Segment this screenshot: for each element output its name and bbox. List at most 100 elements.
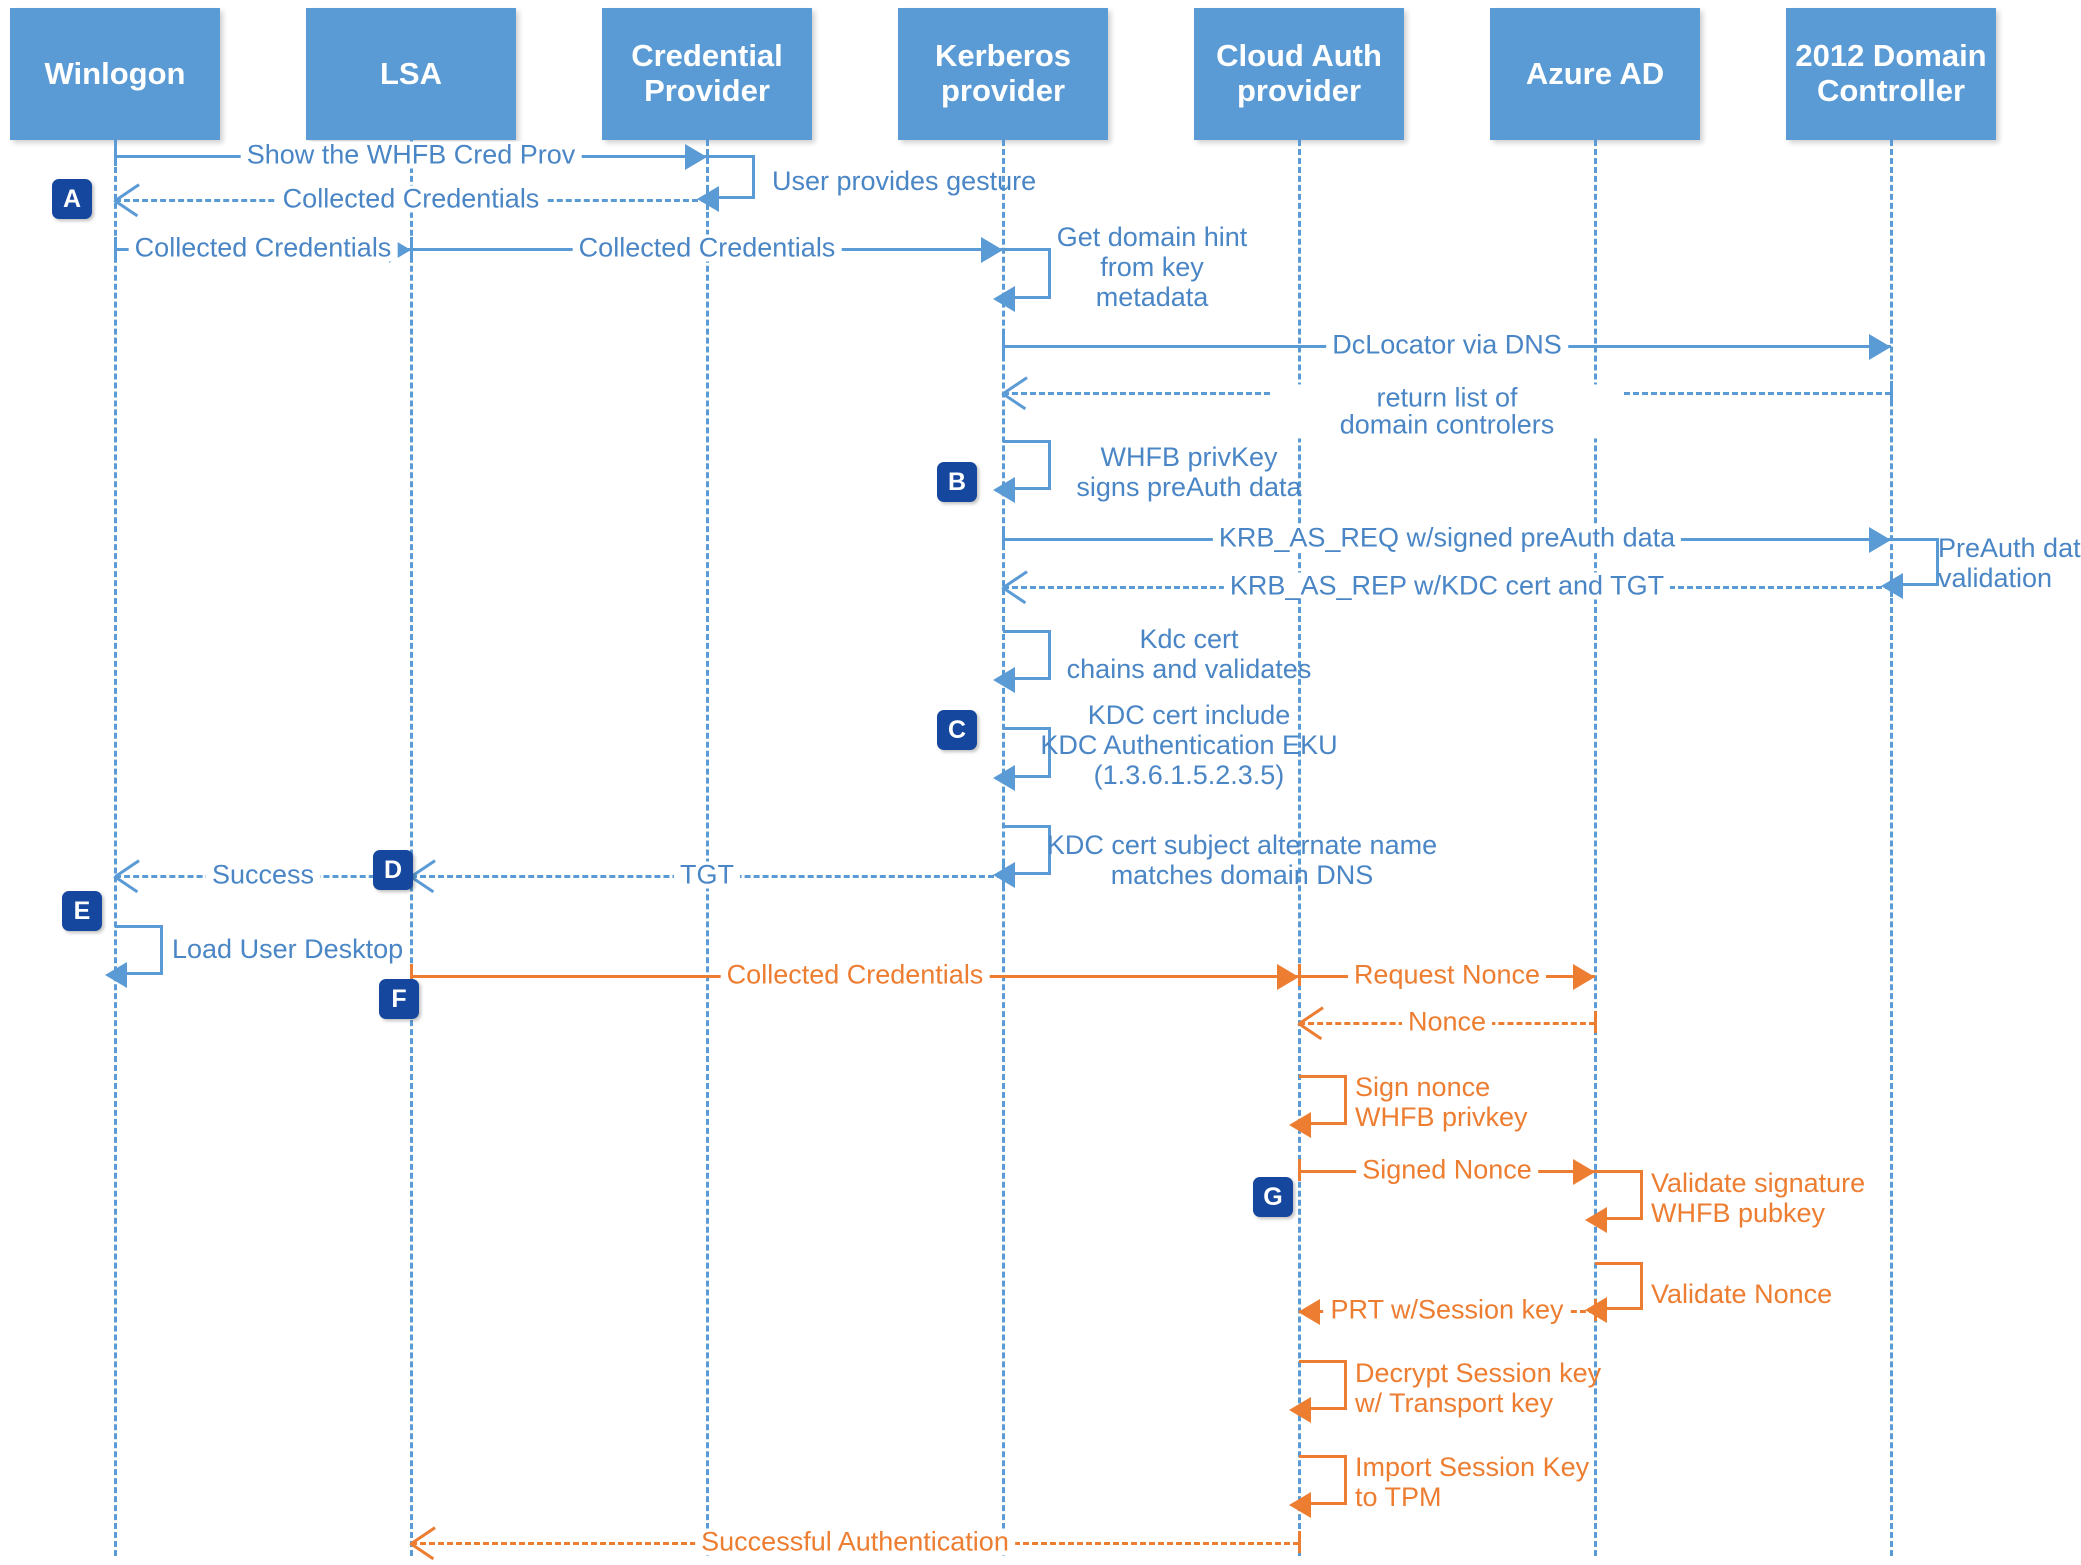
message-tail: [706, 188, 709, 210]
message-label-m13: Nonce: [1401, 1008, 1493, 1036]
message-tail: [114, 237, 117, 259]
self-call-arrowhead: [993, 765, 1015, 791]
message-tail: [1594, 1299, 1597, 1321]
message-tail: [1298, 964, 1301, 986]
message-arrowhead: [1869, 334, 1891, 360]
lifeline-lsa: [410, 140, 413, 1556]
self-call-s5: [1003, 630, 1051, 680]
self-call-arrowhead: [105, 962, 127, 988]
self-call-s6: [1003, 727, 1051, 778]
message-arrowhead: [1573, 1159, 1595, 1185]
lifeline-credprov: [706, 140, 709, 1556]
actor-box-lsa: LSA: [306, 8, 516, 140]
message-tail: [114, 144, 117, 166]
message-label-m12: Request Nonce: [1347, 961, 1547, 989]
message-label-m11: Collected Credentials: [720, 961, 990, 989]
step-badge-c: C: [937, 710, 977, 750]
step-badge-g: G: [1253, 1177, 1293, 1217]
actor-box-kerberos: Kerberos provider: [898, 8, 1108, 140]
message-label-m8: KRB_AS_REP w/KDC cert and TGT: [1223, 572, 1671, 600]
self-call-s8: [115, 925, 163, 975]
self-call-s3: [1003, 440, 1051, 490]
actor-label: Credential Provider: [631, 38, 783, 108]
message-arrowhead-open: [1001, 570, 1029, 605]
message-tail: [1890, 381, 1893, 403]
message-arrowhead: [1277, 964, 1299, 990]
message-arrowhead: [981, 237, 1003, 263]
self-call-s7: [1003, 825, 1051, 875]
message-arrowhead-open: [1001, 376, 1029, 411]
self-call-s9: [1299, 1075, 1347, 1125]
message-label-m4: Collected Credentials: [572, 234, 842, 262]
message-tail: [410, 964, 413, 986]
actor-box-azuread: Azure AD: [1490, 8, 1700, 140]
message-label-m14: Signed Nonce: [1356, 1156, 1538, 1184]
self-call-arrowhead: [1289, 1112, 1311, 1138]
self-call-s1: [707, 155, 755, 199]
self-call-s10: [1595, 1170, 1643, 1220]
self-call-note: User provides gesture: [772, 166, 1037, 196]
message-label-m16: Successful Authentication: [695, 1528, 1015, 1556]
actor-label: Azure AD: [1525, 55, 1665, 91]
self-call-arrowhead: [1585, 1207, 1607, 1233]
step-badge-f: F: [379, 979, 419, 1019]
step-badge-a: A: [52, 179, 92, 219]
message-label-m2: Collected Credentials: [276, 185, 546, 213]
message-label-m7: KRB_AS_REQ w/signed preAuth data: [1212, 524, 1682, 552]
message-tail: [1002, 527, 1005, 549]
message-tail: [1890, 575, 1893, 597]
actor-label: Cloud Auth provider: [1216, 38, 1382, 108]
message-label-m1: Show the WHFB Cred Prov: [240, 141, 582, 169]
lifeline-winlogon: [114, 140, 117, 1556]
message-arrowhead-open: [1297, 1006, 1325, 1041]
message-tail: [1298, 1159, 1301, 1181]
message-arrowhead: [685, 144, 707, 170]
lifeline-kerberos: [1002, 140, 1005, 1556]
self-call-arrowhead: [993, 286, 1015, 312]
message-arrowhead-open: [409, 859, 437, 894]
self-call-s2: [1003, 248, 1051, 299]
message-tail: [1298, 1531, 1301, 1553]
message-label-m15: PRT w/Session key: [1324, 1296, 1570, 1324]
message-arrowhead-open: [113, 183, 141, 218]
actor-label: Winlogon: [44, 55, 186, 91]
message-label-m5: DcLocator via DNS: [1326, 331, 1568, 359]
self-call-s13: [1299, 1455, 1347, 1505]
message-label-m9: TGT: [674, 861, 740, 889]
lifeline-cloudauth: [1298, 140, 1301, 1556]
actor-label: Kerberos provider: [934, 38, 1072, 108]
actor-label: LSA: [380, 55, 442, 91]
message-arrowhead-open: [113, 859, 141, 894]
actor-box-credprov: Credential Provider: [602, 8, 812, 140]
self-call-note: Load User Desktop: [172, 934, 404, 964]
step-badge-b: B: [937, 462, 977, 502]
message-tail: [1002, 334, 1005, 356]
self-call-arrowhead: [993, 477, 1015, 503]
message-label-m10: Success: [205, 861, 321, 889]
message-arrowhead-open: [409, 1526, 437, 1561]
self-call-s12: [1299, 1360, 1347, 1410]
self-call-arrowhead: [1289, 1397, 1311, 1423]
step-badge-e: E: [62, 891, 102, 931]
actor-box-dc: 2012 Domain Controller: [1786, 8, 1996, 140]
actor-label: 2012 Domain Controller: [1795, 38, 1987, 108]
self-call-arrowhead: [1289, 1492, 1311, 1518]
self-call-s4: [1891, 538, 1939, 586]
self-call-s11: [1595, 1262, 1643, 1310]
message-label-m3: Collected Credentials: [128, 234, 398, 262]
lifeline-dc: [1890, 140, 1893, 1556]
self-call-note: Validate Nonce: [1651, 1279, 1833, 1309]
message-arrowhead: [1298, 1299, 1320, 1325]
lifeline-azuread: [1594, 140, 1597, 1556]
